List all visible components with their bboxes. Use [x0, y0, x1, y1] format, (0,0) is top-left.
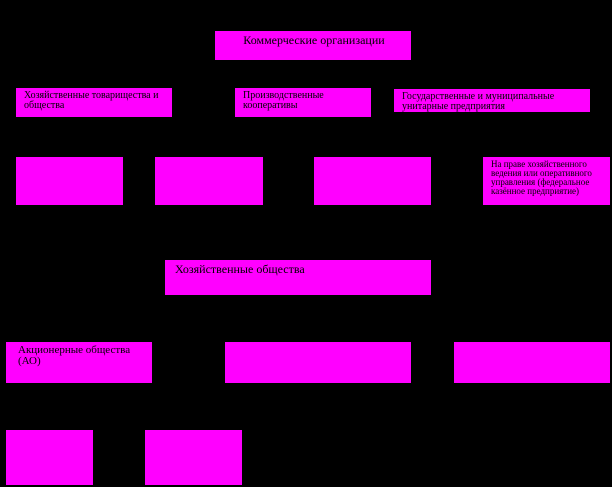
level2-box-1: [15, 156, 124, 206]
level4-box-2: [144, 429, 243, 486]
level1-label-cooperatives: Производственные кооперативы: [243, 90, 324, 111]
group-label-economic-companies: Хозяйственные общества: [175, 262, 305, 276]
level3-label-3: [454, 342, 610, 345]
level4-box-1: [5, 429, 94, 486]
level2-label-economic-management: На праве хозяйственного ведения или опер…: [491, 159, 592, 196]
level1-box-cooperatives: Производственные кооперативы: [234, 87, 372, 118]
level3-label-joint-stock: Акционерные общества (АО): [18, 344, 131, 367]
root-label: Коммерческие организации: [243, 33, 385, 47]
level3-label-2: [225, 342, 411, 345]
level1-label-unitary: Государственные и муниципальные унитарны…: [402, 91, 555, 112]
level4-label-2: [145, 430, 242, 433]
level2-box-2: [154, 156, 264, 206]
level2-label-1: [16, 157, 123, 160]
level1-box-unitary: Государственные и муниципальные унитарны…: [393, 88, 591, 113]
level2-label-3: [314, 157, 431, 160]
level3-box-joint-stock: Акционерные общества (АО): [5, 341, 153, 384]
level3-box-2: [224, 341, 412, 384]
level2-box-3: [313, 156, 432, 206]
group-box-economic-companies: Хозяйственные общества: [164, 259, 432, 296]
level1-label-partnerships: Хозяйственные товарищества и общества: [24, 90, 159, 111]
level2-box-economic-management: На праве хозяйственного ведения или опер…: [482, 156, 611, 206]
level3-box-3: [453, 341, 611, 384]
level1-box-partnerships: Хозяйственные товарищества и общества: [15, 87, 173, 118]
level4-label-1: [6, 430, 93, 433]
root-box: Коммерческие организации: [214, 30, 412, 61]
level2-label-2: [155, 157, 263, 160]
